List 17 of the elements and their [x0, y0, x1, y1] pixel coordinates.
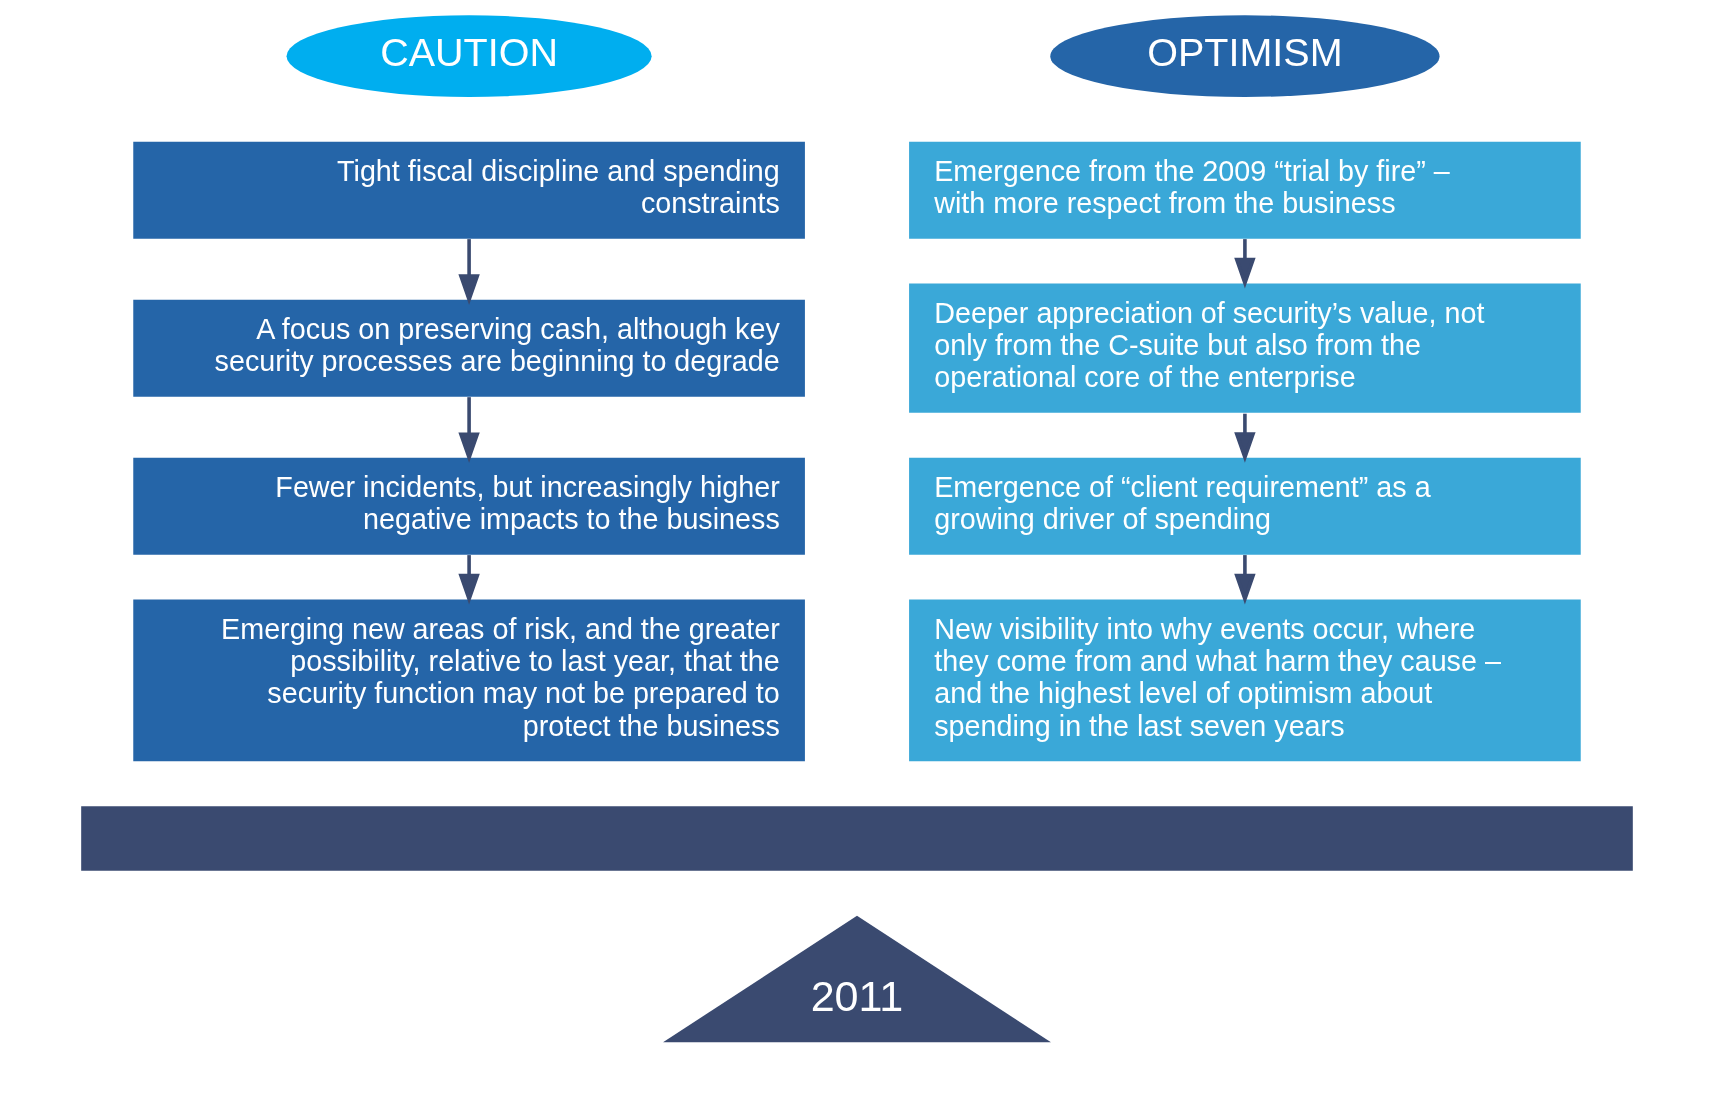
node-box: Fewer incidents, but increasingly higher negative impacts to the business	[132, 457, 805, 555]
node-box: Emergence of “client requirement” as a growing driver of spending	[908, 457, 1581, 555]
node-box: New visibility into why events occur, where they come from and what harm they cause – and the highest level of optimism about spending in the last seven years	[908, 599, 1581, 762]
arrow	[1233, 413, 1256, 463]
node-ellipse: CAUTION	[286, 15, 652, 97]
node-box: A focus on preserving cash, although key security processes are beginning to degrade	[132, 299, 805, 397]
node-ellipse: OPTIMISM	[1049, 15, 1440, 97]
node-bar	[80, 806, 1633, 871]
arrow	[457, 397, 480, 463]
arrow	[457, 239, 480, 305]
node-box: Deeper appreciation of security’s value, not only from the C-suite but also from the operational core of the enterprise	[908, 283, 1581, 413]
node-box: Emergence from the 2009 “trial by fire” – with more respect from the business	[908, 141, 1581, 239]
arrow	[1233, 239, 1256, 289]
arrow	[457, 555, 480, 605]
node-box: Tight fiscal discipline and spending constraints	[132, 141, 805, 239]
arrow	[1233, 555, 1256, 605]
node-box: Emerging new areas of risk, and the greater possibility, relative to last year, that the security function may not be prepared to protect the business	[132, 599, 805, 762]
